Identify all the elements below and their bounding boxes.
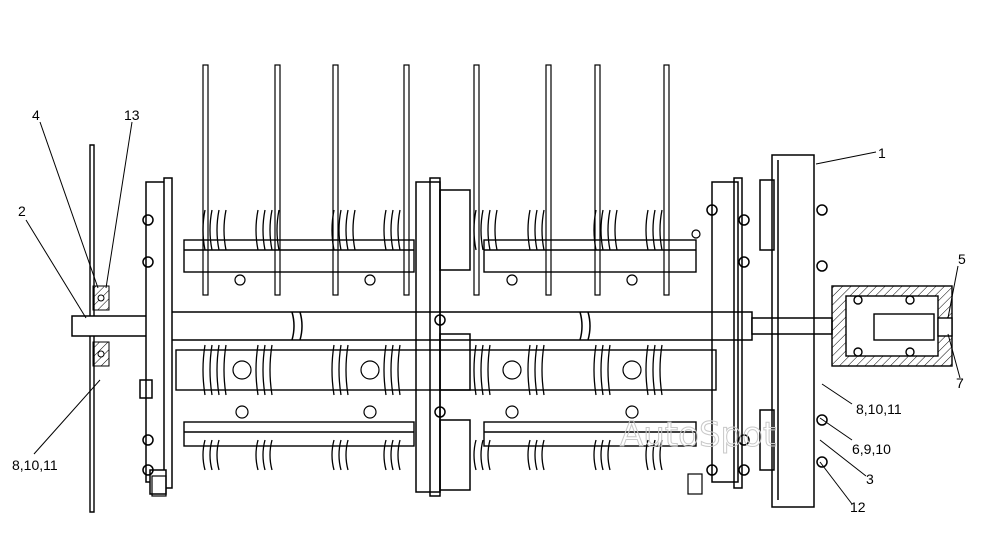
center-divider: [415, 177, 471, 497]
callout-5: 5: [958, 251, 966, 267]
leader-lines: [25, 121, 961, 505]
bottom-hardware: [151, 473, 703, 497]
shaft: [71, 311, 833, 341]
left-side-plates: [139, 177, 173, 495]
callout-7: 7: [956, 375, 964, 391]
left-disc-plate: [89, 144, 95, 513]
callout-13: 13: [124, 107, 140, 123]
callout-1: 1: [878, 145, 886, 161]
right-side-plates: [706, 177, 750, 489]
callout-12: 12: [850, 499, 866, 515]
callout-6-9-10: 6,9,10: [852, 441, 891, 457]
watermark: AutoSpot: [620, 415, 776, 455]
left-bearing: [92, 285, 110, 367]
callout-2: 2: [18, 203, 26, 219]
callout-3: 3: [866, 471, 874, 487]
bolts: [232, 229, 701, 419]
tines: [202, 64, 670, 296]
callout-8-10-11-left: 8,10,11: [12, 457, 58, 473]
drive-hub: [831, 285, 953, 367]
callout-labels: 1 2 4 13 5 7 8,10,11 8,10,11 6,9,10 3 12: [12, 107, 966, 515]
coil-springs: [202, 209, 663, 471]
callout-8-10-11-right: 8,10,11: [856, 401, 902, 417]
callout-4: 4: [32, 107, 40, 123]
rake-bars: [175, 239, 717, 447]
end-flange: [759, 154, 828, 508]
